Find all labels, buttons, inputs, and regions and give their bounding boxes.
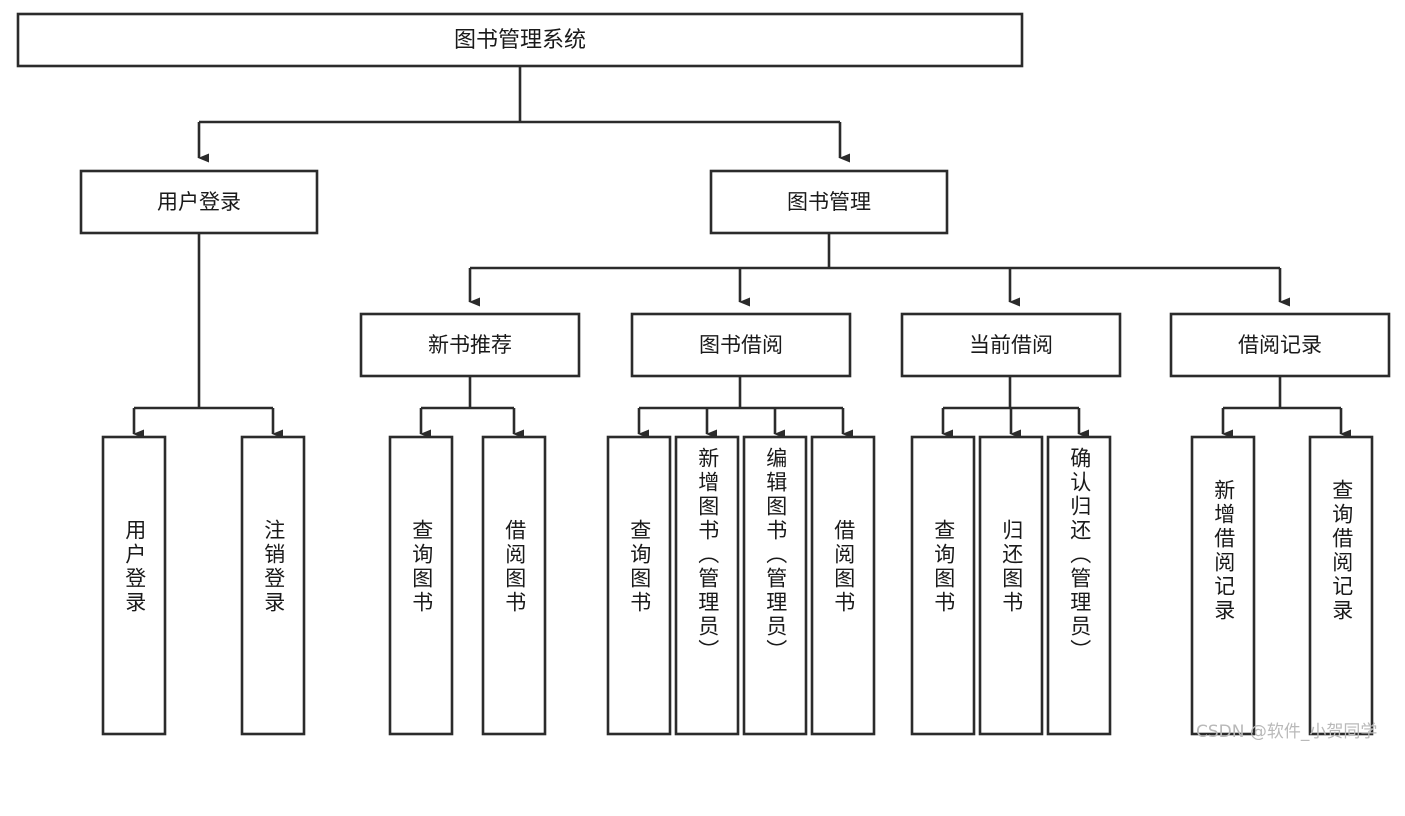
node-user-login[interactable]: 用户登录: [79, 169, 319, 235]
node-new-book-recommend[interactable]: 新书推荐: [359, 312, 581, 378]
connector-borrowrecord-to-leaves: [1221, 376, 1351, 439]
leaf-box-current-return[interactable]: [978, 435, 1044, 736]
leaf-box-borrow-add[interactable]: [674, 435, 740, 736]
leaf-box-user-login[interactable]: [101, 435, 167, 736]
node-root-system[interactable]: 图书管理系统: [16, 12, 1024, 68]
leaf-box-newbook-query[interactable]: [388, 435, 454, 736]
node-book-borrow[interactable]: 图书借阅: [630, 312, 852, 378]
leaf-box-borrow-edit[interactable]: [742, 435, 808, 736]
node-root-label: 图书管理系统: [454, 28, 586, 53]
flowchart-svg: 图书管理系统 用户登录 图书管理 新书推荐 图书借阅 当前借阅 借阅记录: [16, 12, 1391, 736]
leaf-box-newbook-borrow[interactable]: [481, 435, 547, 736]
node-current-borrow[interactable]: 当前借阅: [900, 312, 1122, 378]
leaf-box-record-add[interactable]: [1190, 435, 1256, 736]
node-book-borrow-label: 图书借阅: [699, 333, 783, 357]
leaf-box-user-logout[interactable]: [240, 435, 306, 736]
diagram-canvas: 图书管理系统 用户登录 图书管理 新书推荐 图书借阅 当前借阅 借阅记录: [16, 12, 1391, 742]
leaf-box-borrow-query[interactable]: [606, 435, 672, 736]
node-user-login-label: 用户登录: [157, 190, 241, 214]
connector-bookmgmt-to-level3: [468, 233, 1290, 307]
leaf-box-record-query[interactable]: [1308, 435, 1374, 736]
connector-currentborrow-to-leaves: [941, 376, 1089, 439]
leaf-box-borrow-lend[interactable]: [810, 435, 876, 736]
connector-userlogin-to-leaves: [132, 233, 283, 439]
leaf-box-current-query[interactable]: [910, 435, 976, 736]
connector-newbook-to-leaves: [419, 376, 524, 439]
node-new-book-recommend-label: 新书推荐: [428, 333, 512, 357]
node-borrow-record-label: 借阅记录: [1238, 333, 1322, 357]
node-book-management-label: 图书管理: [787, 190, 871, 214]
node-borrow-record[interactable]: 借阅记录: [1169, 312, 1391, 378]
node-current-borrow-label: 当前借阅: [969, 333, 1053, 357]
leaf-box-current-confirm[interactable]: [1046, 435, 1112, 736]
connector-bookborrow-to-leaves: [637, 376, 853, 439]
node-book-management[interactable]: 图书管理: [709, 169, 949, 235]
connector-root-to-level2: [197, 66, 850, 163]
